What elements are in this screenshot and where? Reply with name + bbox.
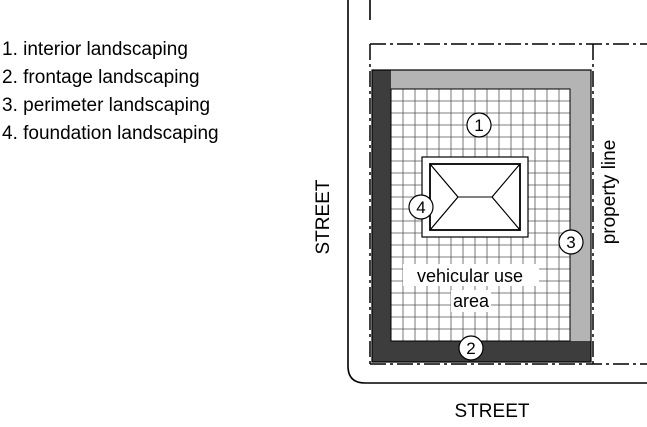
legend-item-2-label: frontage landscaping bbox=[23, 67, 199, 88]
frontage-strip-left bbox=[372, 70, 391, 362]
legend-item-2-number: 2 bbox=[2, 67, 13, 88]
area-label-line1: vehicular use bbox=[417, 266, 523, 286]
legend-item-3-number: 3 bbox=[2, 95, 13, 116]
legend-item-1-number: 1 bbox=[2, 39, 13, 60]
legend-item-1-separator: . bbox=[13, 39, 24, 60]
marker-foundation-circle bbox=[408, 194, 434, 220]
perimeter-strip-right bbox=[570, 89, 591, 341]
street-label-bottom: STREET bbox=[455, 401, 530, 422]
marker-perimeter-number: 3 bbox=[566, 233, 575, 252]
roof-hip-4 bbox=[491, 196, 521, 231]
property-line-label: property line bbox=[599, 140, 620, 245]
roof-hip-1 bbox=[429, 163, 459, 198]
marker-perimeter-circle bbox=[558, 229, 584, 255]
marker-frontage: 2 bbox=[458, 335, 484, 361]
legend: 1. interior landscaping 2. frontage land… bbox=[2, 39, 219, 144]
area-label-line2: area bbox=[453, 291, 490, 311]
legend-item-4-separator: . bbox=[13, 123, 24, 144]
area-label-bg-1 bbox=[403, 264, 539, 286]
area-label-bg-2 bbox=[451, 290, 491, 312]
marker-frontage-circle bbox=[458, 335, 484, 361]
marker-foundation-number: 4 bbox=[416, 198, 425, 217]
marker-interior: 1 bbox=[466, 112, 492, 138]
legend-item-1-label: interior landscaping bbox=[23, 39, 188, 60]
legend-item-4-label: foundation landscaping bbox=[23, 123, 218, 144]
legend-item-4-number: 4 bbox=[2, 123, 13, 144]
legend-item-3-separator: . bbox=[13, 95, 24, 116]
marker-perimeter: 3 bbox=[558, 229, 584, 255]
perimeter-strip-top bbox=[391, 70, 591, 89]
marker-foundation: 4 bbox=[408, 194, 434, 220]
legend-item-3: 3. perimeter landscaping bbox=[2, 95, 210, 116]
site-outline bbox=[371, 69, 592, 363]
marker-interior-circle bbox=[466, 112, 492, 138]
legend-item-2-separator: . bbox=[13, 67, 24, 88]
roof-hip-3 bbox=[429, 196, 459, 231]
street-curb bbox=[347, 0, 647, 384]
street-label-left: STREET bbox=[313, 179, 334, 254]
building bbox=[421, 156, 529, 238]
roof-hip-2 bbox=[491, 163, 521, 198]
legend-item-4: 4. foundation landscaping bbox=[2, 123, 219, 144]
legend-item-2: 2. frontage landscaping bbox=[2, 67, 200, 88]
property-lines bbox=[369, 43, 647, 365]
legend-item-3-label: perimeter landscaping bbox=[23, 95, 210, 116]
marker-frontage-number: 2 bbox=[466, 339, 475, 358]
legend-item-1: 1. interior landscaping bbox=[2, 39, 188, 60]
marker-interior-number: 1 bbox=[474, 116, 483, 135]
